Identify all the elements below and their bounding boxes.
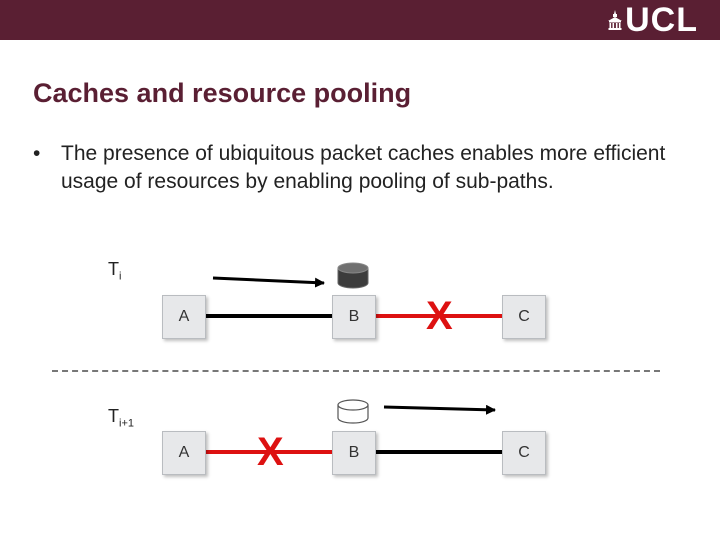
failure-cross-top: X xyxy=(426,294,453,338)
node-c-bottom: C xyxy=(502,431,546,475)
time-label-top: Ti xyxy=(108,259,121,283)
link-b-c-bottom xyxy=(374,450,502,454)
node-b-top: B xyxy=(332,295,376,339)
time-label-sub: i+1 xyxy=(119,417,134,430)
link-b-c-top-failed xyxy=(374,314,502,318)
bullet-text: The presence of ubiquitous packet caches… xyxy=(61,142,666,193)
cache-database-icon-empty xyxy=(337,399,369,424)
time-label-sub: i xyxy=(119,270,122,283)
link-a-b-top xyxy=(205,314,333,318)
flow-arrow-bottom xyxy=(383,404,496,415)
ucl-logo: UCL xyxy=(608,1,698,39)
node-a-bottom: A xyxy=(162,431,206,475)
header-bar: UCL xyxy=(0,0,720,40)
link-a-b-bottom-failed xyxy=(205,450,333,454)
flow-arrow-top xyxy=(212,276,325,288)
node-c-top: C xyxy=(502,295,546,339)
time-label-base: T xyxy=(108,259,119,279)
slide-title: Caches and resource pooling xyxy=(33,78,412,108)
scenario-divider xyxy=(52,370,660,372)
bullet-marker: • xyxy=(33,142,41,165)
logo-text: UCL xyxy=(625,1,698,39)
cache-database-icon-filled xyxy=(337,262,369,289)
failure-cross-bottom: X xyxy=(257,430,284,474)
node-b-bottom: B xyxy=(332,431,376,475)
time-label-bottom: Ti+1 xyxy=(108,406,134,430)
portico-icon xyxy=(608,10,623,30)
node-a-top: A xyxy=(162,295,206,339)
time-label-base: T xyxy=(108,406,119,426)
bullet-point: • The presence of ubiquitous packet cach… xyxy=(33,140,683,196)
